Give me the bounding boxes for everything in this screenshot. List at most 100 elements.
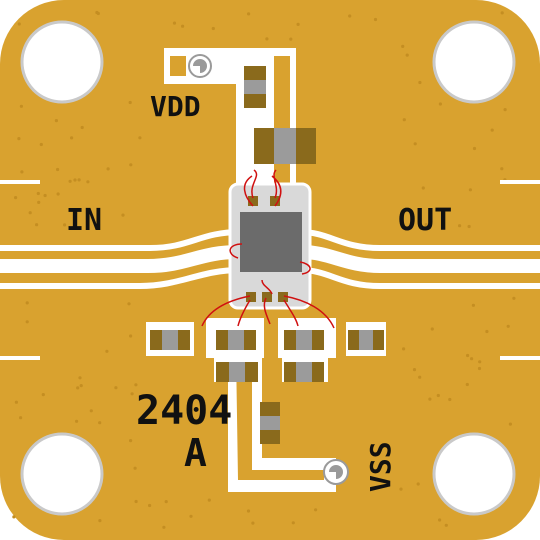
via-dot — [490, 128, 494, 132]
via-dot — [416, 482, 420, 486]
via-dot — [17, 137, 21, 141]
via-dot — [466, 353, 470, 358]
board-speckles — [12, 10, 516, 529]
via-dot — [438, 102, 442, 106]
via-dot — [128, 100, 132, 105]
mounting-holes — [20, 20, 516, 516]
via-dot — [428, 397, 432, 401]
via-dot — [98, 421, 102, 425]
via-dot — [470, 357, 474, 361]
via-dot — [413, 142, 417, 146]
via-dot — [74, 211, 78, 215]
mmic-die-carrier — [228, 182, 312, 310]
via-dot — [418, 375, 422, 379]
via-dot — [89, 409, 93, 413]
via-dot — [127, 302, 131, 306]
via-dot — [17, 22, 21, 26]
via-dot — [465, 382, 469, 387]
via-dot — [77, 178, 81, 182]
capacitor-bias-center-right — [284, 330, 324, 350]
mounting-hole-top-right — [432, 20, 516, 104]
via-dot — [500, 167, 504, 171]
via-dot — [418, 80, 422, 85]
label-in: IN — [66, 203, 102, 238]
via-dot — [478, 360, 482, 364]
mounting-hole-top-left — [20, 20, 104, 104]
via-dot — [405, 53, 409, 57]
via-dot — [468, 188, 472, 192]
via-dot — [68, 179, 72, 183]
mounting-hole-bottom-left — [20, 432, 104, 516]
via-dot — [14, 400, 18, 404]
via-dot — [436, 393, 440, 398]
via-dot — [412, 368, 417, 372]
via-dot — [39, 142, 43, 147]
capacitor-bias-center-left — [216, 330, 256, 350]
via-dot — [251, 521, 255, 525]
via-dot — [36, 191, 40, 196]
via-dot — [43, 193, 47, 198]
via-dot — [86, 180, 90, 184]
via-dot — [130, 392, 134, 396]
via-dot — [133, 466, 137, 470]
via-dot — [28, 211, 32, 215]
label-out: OUT — [398, 203, 452, 238]
via-dot — [20, 170, 24, 174]
via-dot — [25, 320, 29, 324]
via-dot — [189, 514, 193, 518]
via-dot — [138, 136, 142, 140]
via-dot — [106, 167, 110, 171]
via-dot — [96, 11, 100, 16]
via-dot — [19, 104, 23, 108]
via-dot — [14, 196, 18, 200]
via-dot — [114, 386, 118, 390]
rf-gap-upper — [0, 229, 241, 251]
via-dot — [134, 499, 138, 504]
via-dot — [438, 518, 442, 522]
via-dot — [129, 163, 133, 167]
via-dot — [129, 334, 133, 338]
capacitor-bias-left — [150, 330, 190, 350]
capacitor-vdd-large — [254, 128, 316, 164]
via-dot — [79, 384, 83, 388]
rf-gap-lower — [0, 267, 241, 289]
via-dot — [207, 498, 211, 502]
via-dot — [121, 213, 125, 217]
label-vdd: VDD — [150, 90, 201, 123]
via-dot — [472, 146, 477, 151]
resistor-lower-right — [284, 362, 324, 382]
via-dot — [402, 118, 406, 122]
via-dot — [78, 376, 82, 380]
via-dot — [134, 383, 138, 387]
rf-line-strip — [0, 245, 239, 273]
via-dot — [37, 200, 41, 204]
die-bond-pad-bottom-2 — [262, 292, 272, 302]
via-dot — [148, 503, 152, 508]
bond-wires — [201, 169, 335, 329]
via-dot — [247, 12, 251, 16]
via-dot — [56, 192, 60, 196]
via-dot — [458, 224, 462, 228]
bond-wire-top-2 — [271, 169, 282, 207]
bond-wire-bottom-2 — [237, 299, 251, 327]
bond-wire-in — [229, 243, 243, 259]
bond-wire-out — [299, 261, 311, 275]
via-dot — [54, 119, 59, 123]
via-dot — [402, 347, 406, 351]
capacitor-vss — [260, 402, 280, 444]
via-dot — [373, 17, 378, 22]
die-bond-pad-top-1 — [248, 196, 258, 206]
via-dot — [485, 329, 489, 334]
mounting-hole-bottom-right — [432, 432, 516, 516]
via-dot — [296, 22, 300, 26]
bond-wire-top-1 — [243, 169, 258, 207]
via-dot — [448, 397, 452, 402]
via-dot — [314, 508, 318, 512]
edge-notches — [0, 180, 540, 360]
via-dot — [289, 37, 293, 41]
via-dot — [172, 21, 177, 25]
capacitor-vdd-small — [244, 66, 266, 108]
via-dot — [477, 366, 482, 371]
via-dot — [70, 136, 74, 140]
